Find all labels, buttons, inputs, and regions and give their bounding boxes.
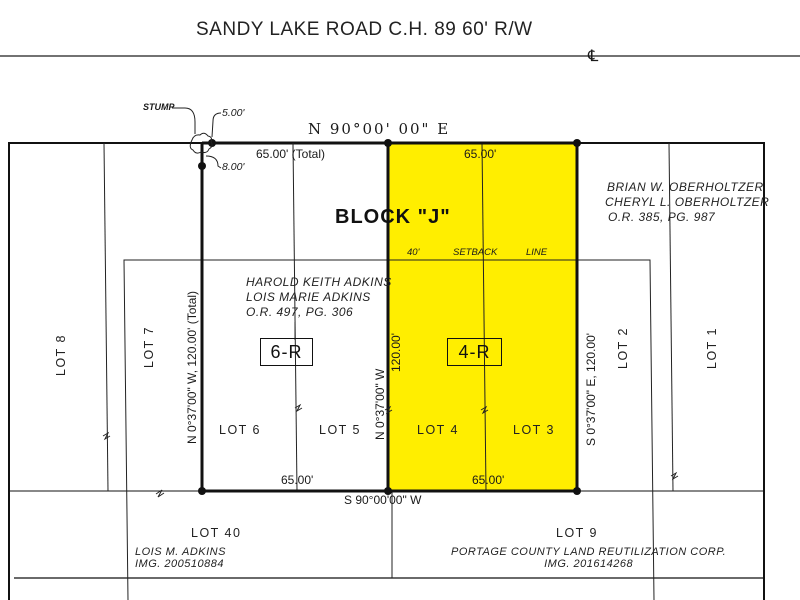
stump-offset-south: 8.00': [222, 161, 245, 173]
owner-name: HAROLD KEITH ADKINS: [246, 275, 392, 289]
top-4r-dimension: 65.00': [464, 147, 497, 161]
middle-line-distance: 120.00': [389, 333, 403, 372]
stump-label: STUMP: [143, 102, 175, 112]
owner-record: IMG. 200510884: [135, 558, 224, 570]
lot-9-owner: PORTAGE COUNTY LAND REUTILIZATION CORP. …: [451, 546, 726, 570]
lot-line-2-1: [668, 142, 674, 492]
lot-40-label: LOT 40: [191, 526, 242, 540]
lot-line-4-3: [481, 142, 487, 492]
top-6r-dimension: 65.00' (Total): [256, 147, 325, 161]
corner-pin: [573, 487, 581, 495]
lot-2-label: LOT 2: [616, 326, 630, 369]
corner-pin: [573, 139, 581, 147]
owner-record: IMG. 201614268: [544, 558, 634, 570]
parcel-4r-tag[interactable]: 4-R: [447, 338, 502, 366]
south-line-bearing: S 90°00'00" W: [344, 493, 422, 507]
owner-name: CHERYL L. OBERHOLTZER: [605, 195, 770, 209]
north-line-bearing: N 90°00' 00" E: [308, 120, 451, 138]
lot-5-label: LOT 5: [319, 423, 362, 437]
corner-pin: [198, 162, 206, 170]
corner-pin: [384, 487, 392, 495]
east-neighbor-owners: BRIAN W. OBERHOLTZER CHERYL L. OBERHOLTZ…: [605, 180, 769, 225]
centerline-icon: ℄: [588, 46, 599, 65]
stump-leader: [172, 107, 196, 134]
west-line-bearing: N 0°37'00" W, 120.00' (Total): [185, 290, 199, 444]
lot-6-label: LOT 6: [219, 423, 262, 437]
road-title: SANDY LAKE ROAD C.H. 89 60' R/W: [196, 19, 533, 40]
corner-pin: [198, 487, 206, 495]
east-line-bearing: S 0°37'00" E, 120.00': [584, 332, 598, 446]
lot-40-owner: LOIS M. ADKINS IMG. 200510884: [135, 546, 226, 570]
lot-7-label: LOT 7: [142, 325, 156, 368]
lot-8-label: LOT 8: [54, 333, 68, 376]
setback-line-word: LINE: [526, 247, 548, 258]
owner-name: BRIAN W. OBERHOLTZER: [607, 180, 764, 194]
offset-leader-8: [205, 155, 222, 169]
lot-4-label: LOT 4: [417, 423, 460, 437]
parcel-6r-owners: HAROLD KEITH ADKINS LOIS MARIE ADKINS O.…: [246, 275, 392, 320]
bottom-6r-dimension: 65.00': [281, 473, 314, 487]
setback-word: SETBACK: [453, 247, 498, 258]
offset-leader-5: [211, 112, 222, 138]
block-label: BLOCK "J": [335, 206, 451, 228]
parcel-6r-tag[interactable]: 6-R: [260, 338, 313, 366]
setback-distance: 40': [407, 247, 420, 258]
owner-name: PORTAGE COUNTY LAND REUTILIZATION CORP.: [451, 546, 727, 558]
owner-record: O.R. 497, PG. 306: [246, 305, 354, 319]
lot-3-label: LOT 3: [513, 423, 556, 437]
stump-icon: [189, 132, 213, 154]
break-marks: [102, 403, 679, 498]
stump-offset-east: 5.00': [222, 107, 245, 119]
owner-record: O.R. 385, PG. 987: [608, 210, 716, 224]
lot-line-6-5: [292, 142, 298, 492]
lot-9-label: LOT 9: [556, 526, 599, 540]
lot-1-label: LOT 1: [705, 326, 719, 369]
owner-name: LOIS M. ADKINS: [135, 546, 226, 558]
owner-name: LOIS MARIE ADKINS: [246, 290, 371, 304]
bottom-4r-dimension: 65.00': [472, 473, 505, 487]
corner-pin: [384, 139, 392, 147]
middle-line-bearing: N 0°37'00" W: [373, 368, 387, 440]
